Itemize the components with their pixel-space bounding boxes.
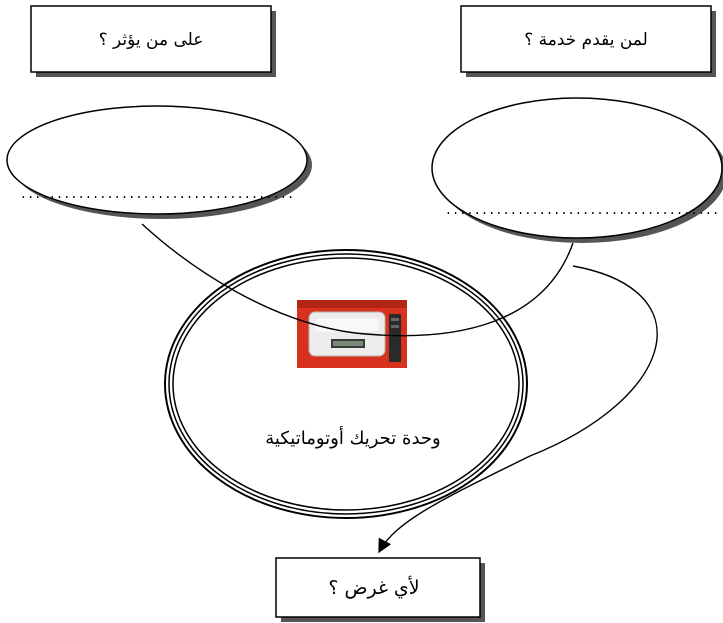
left-answer-ellipse: ...................................... xyxy=(6,105,312,219)
service-question-label: لمن يقدم خدمة ؟ xyxy=(524,30,648,50)
connector-to-purpose-arrow xyxy=(378,265,658,554)
connector-left-to-right xyxy=(141,223,574,337)
purpose-question-box: لأي غرض ؟ xyxy=(275,557,485,622)
right-answer-ellipse: ...................................... xyxy=(431,97,723,243)
influence-question-label: على من يؤثر ؟ xyxy=(99,30,204,50)
automatic-drive-unit-icon xyxy=(297,300,407,368)
central-unit-label: وحدة تحريك أوتوماتيكية xyxy=(265,426,440,449)
right-answer-blank: ...................................... xyxy=(445,203,720,217)
central-unit-ellipse xyxy=(164,249,528,519)
service-question-box: لمن يقدم خدمة ؟ xyxy=(460,5,716,77)
influence-question-box: على من يؤثر ؟ xyxy=(30,5,276,77)
left-answer-blank: ...................................... xyxy=(20,187,295,201)
purpose-question-label: لأي غرض ؟ xyxy=(328,576,419,599)
